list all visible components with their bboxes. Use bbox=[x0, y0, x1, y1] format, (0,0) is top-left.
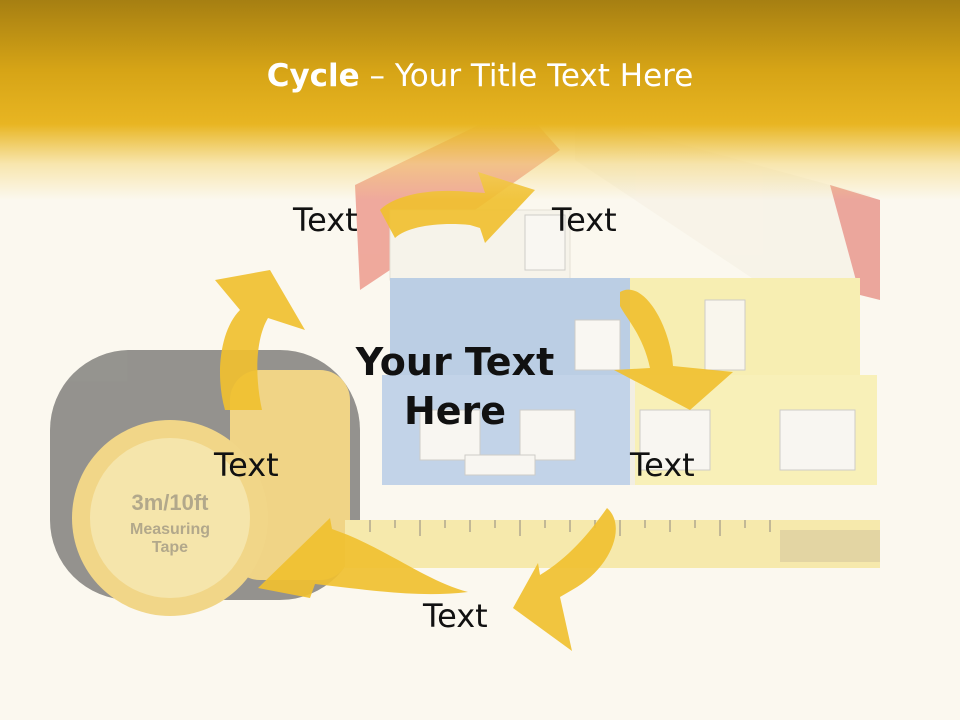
tape-brand-line2: Measuring bbox=[130, 521, 210, 538]
house-model bbox=[355, 105, 880, 485]
node-text-top-right: Text bbox=[552, 201, 617, 239]
center-text: Your Text Here bbox=[330, 338, 580, 437]
node-text-right: Text bbox=[630, 446, 695, 484]
center-text-line2: Here bbox=[403, 389, 507, 434]
node-text-bottom: Text bbox=[423, 597, 488, 635]
arrow-bottom-right bbox=[513, 508, 616, 651]
center-text-line1: Your Text bbox=[355, 340, 555, 384]
node-text-top-left: Text bbox=[293, 201, 358, 239]
title-bold: Cycle bbox=[266, 58, 360, 94]
arrow-left bbox=[215, 270, 305, 410]
arrow-right bbox=[614, 289, 733, 410]
slide-title: Cycle – Your Title Text Here bbox=[0, 58, 960, 94]
measuring-tape: 3m/10ft Measuring Tape bbox=[50, 350, 880, 616]
title-banner bbox=[0, 0, 960, 200]
tape-brand-line3: Tape bbox=[152, 539, 188, 556]
node-text-left: Text bbox=[214, 446, 279, 484]
tape-brand-line1: 3m/10ft bbox=[131, 490, 209, 515]
title-rest: – Your Title Text Here bbox=[359, 58, 694, 94]
arrow-bottom-left bbox=[258, 518, 468, 598]
